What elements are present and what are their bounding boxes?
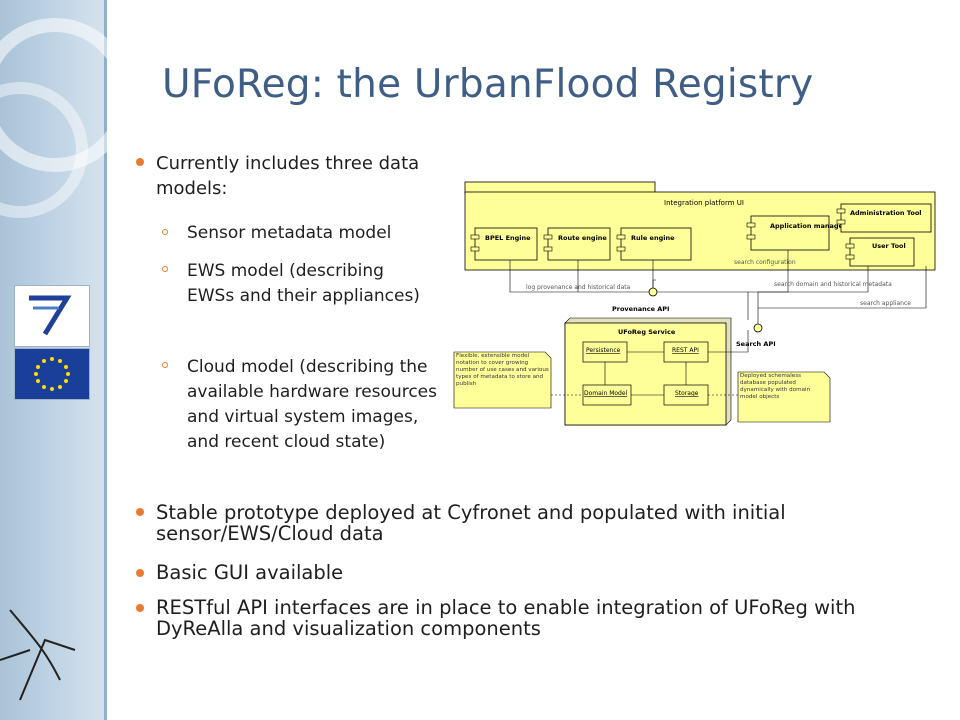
svg-text:Storage: Storage xyxy=(675,390,699,397)
bullet-data-models: Currently includes three data models: xyxy=(156,153,420,199)
note-right: Deployed schemaless database populated d… xyxy=(737,371,831,423)
sidebar-edge xyxy=(104,0,107,720)
label-search-domain: search domain and historical metadata xyxy=(774,281,892,288)
box-domain-model: Domain Model xyxy=(582,384,632,406)
note-left: Flexible, extensible model notation to c… xyxy=(453,351,552,409)
sub-bullet-dot xyxy=(162,229,168,235)
svg-text:Rule engine: Rule engine xyxy=(631,234,675,242)
search-api-interface xyxy=(753,323,763,333)
bullet-dot xyxy=(136,508,144,516)
uforeg-service-node: UFoReg Service xyxy=(564,317,732,426)
svg-text:Persistence: Persistence xyxy=(586,347,621,354)
bullet-dot xyxy=(136,604,144,612)
svg-text:BPEL Engine: BPEL Engine xyxy=(485,234,531,242)
svg-text:REST API: REST API xyxy=(672,347,699,354)
sub-bullet-sensor: Sensor metadata model xyxy=(187,223,392,243)
svg-text:Domain Model: Domain Model xyxy=(584,390,628,397)
label-log-provenance: log provenance and historical data xyxy=(526,284,631,291)
component-admin-tool: Administration Tool xyxy=(836,203,932,233)
label-search-appliance: search appliance xyxy=(860,300,911,307)
sub-bullet-cloud: Cloud model (describing the available ha… xyxy=(187,357,437,452)
slide-title: UFoReg: the UrbanFlood Registry xyxy=(162,62,814,107)
box-rest-api: REST API xyxy=(663,341,709,363)
provenance-api-interface xyxy=(648,287,658,297)
bullet-dot xyxy=(136,569,144,577)
label-search-api: Search API xyxy=(736,340,776,348)
bullet-gui: Basic GUI available xyxy=(156,561,344,584)
svg-text:Route engine: Route engine xyxy=(558,234,607,242)
fp7-logo xyxy=(14,285,90,347)
sub-bullet-dot xyxy=(162,362,168,368)
component-user-tool: User Tool xyxy=(845,237,915,267)
bullet-prototype: Stable prototype deployed at Cyfronet an… xyxy=(156,501,786,545)
architecture-diagram: Integration platform UI BPEL Engine Rout… xyxy=(453,181,936,426)
label-search-config: search configuration xyxy=(734,259,796,266)
svg-text:Application manager: Application manager xyxy=(770,222,847,230)
eu-flag-logo xyxy=(14,348,90,400)
label-provenance-api: Provenance API xyxy=(612,305,669,313)
sub-bullet-dot xyxy=(162,266,168,272)
component-app-manager: Application manager xyxy=(746,215,847,251)
svg-text:Administration Tool: Administration Tool xyxy=(850,209,922,217)
service-title: UFoReg Service xyxy=(618,328,676,336)
svg-text:User Tool: User Tool xyxy=(872,242,906,250)
sub-bullet-ews: EWS model (describing EWSs and their app… xyxy=(187,261,420,306)
connector-lines xyxy=(509,250,927,328)
component-route: Route engine xyxy=(543,227,611,261)
integration-label: Integration platform UI xyxy=(664,199,744,207)
decorative-circles xyxy=(0,18,132,701)
bullet-restful: RESTful API interfaces are in place to e… xyxy=(156,596,856,640)
service-connectors xyxy=(604,330,749,396)
box-persistence: Persistence xyxy=(582,341,628,363)
component-rule: Rule engine xyxy=(616,227,692,261)
bullet-dot xyxy=(136,158,144,166)
component-bpel: BPEL Engine xyxy=(470,227,538,261)
box-storage: Storage xyxy=(663,384,709,406)
